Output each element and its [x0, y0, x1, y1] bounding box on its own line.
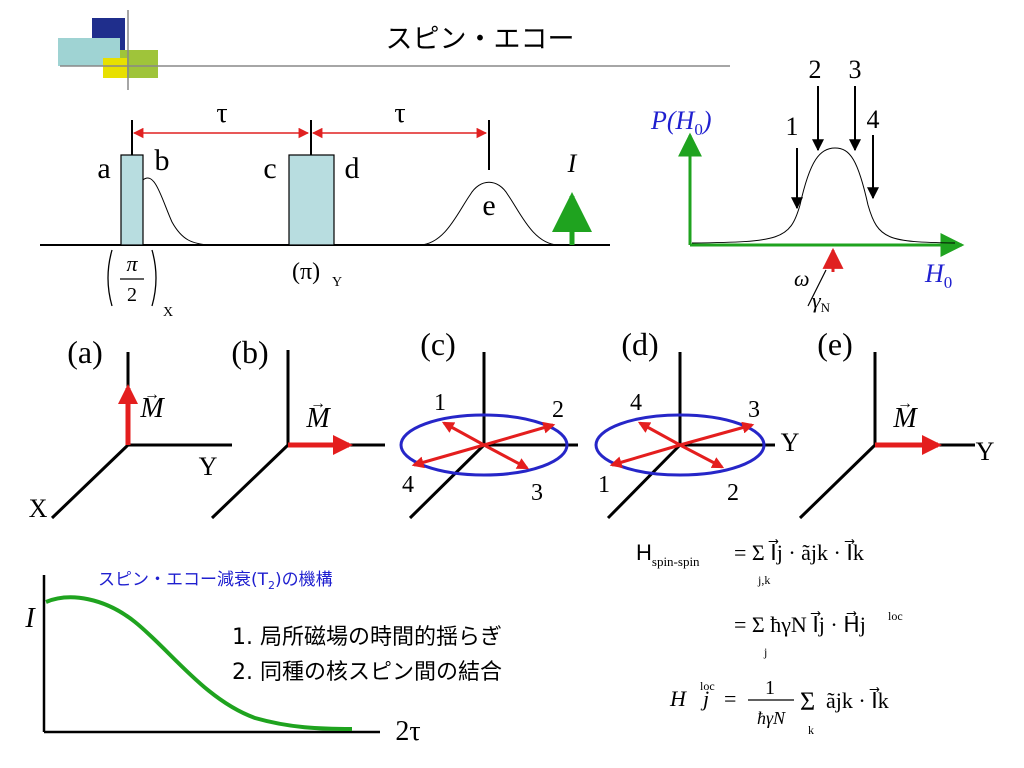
- formula-3-sup: loc: [700, 679, 715, 693]
- panel-c-num-3: 3: [531, 480, 543, 506]
- panel-d: (d) 4 3 1 2 Y: [594, 326, 800, 520]
- panel-a-axis-x: X: [29, 494, 48, 523]
- pulse1-denominator: 2: [127, 284, 137, 306]
- formula-2-sup: loc: [888, 609, 903, 623]
- field-distribution-plot: P(H0) H0 1 2 3 4 ω γN: [650, 55, 965, 315]
- panel-a-vector-label: M: [139, 393, 165, 424]
- decay-item-1: 1. 局所磁場の時間的揺らぎ: [232, 625, 502, 650]
- pulse1-numerator: π: [126, 251, 138, 276]
- marker-b: b: [155, 144, 170, 177]
- panel-e-axis-y: Y: [976, 437, 995, 466]
- distribution-curve: [691, 147, 956, 244]
- pulse2-symbol: (π): [292, 259, 320, 285]
- slide-title: スピン・エコー: [386, 24, 575, 55]
- panel-b-vector-label: M: [305, 403, 331, 434]
- decay-y-label: I: [24, 603, 36, 634]
- svg-text:=: =: [724, 686, 736, 711]
- panel-c-num-2: 2: [552, 397, 564, 423]
- field-arrow-3-label: 3: [849, 55, 862, 84]
- formula-3-rhs: ãjk · I⃗k: [826, 687, 889, 713]
- tau-label-left: τ: [216, 98, 227, 129]
- formula-1-lhs: Hspin-spin: [636, 540, 700, 569]
- decay-item-2: 2. 同種の核スピン間の結合: [232, 660, 502, 685]
- panel-d-num-2: 2: [727, 480, 739, 506]
- panel-d-num-1: 1: [598, 472, 610, 498]
- p-axis-label: P(H0): [650, 106, 712, 139]
- panel-c-num-4: 4: [402, 472, 414, 498]
- formula-3-denominator: ħγN: [757, 708, 786, 728]
- panel-d-num-3: 3: [748, 397, 760, 423]
- pulse1-axis: X: [163, 305, 173, 320]
- pulse2-axis: Y: [332, 275, 342, 290]
- marker-e: e: [482, 189, 495, 222]
- decay-curve: [45, 595, 353, 731]
- svg-text:→: →: [897, 395, 913, 412]
- svg-text:→: →: [144, 386, 160, 403]
- fid-signal: [142, 177, 211, 246]
- h0-axis-label: H0: [924, 259, 952, 292]
- formula-1-sum-index: j,k: [757, 573, 770, 587]
- panel-d-axis-y: Y: [781, 428, 800, 457]
- formula-2-sum-index: j: [763, 645, 767, 659]
- panel-e-label: (e): [817, 326, 853, 362]
- panel-b: (b) M →: [210, 334, 385, 520]
- marker-d: d: [345, 152, 360, 185]
- echo-signal: [419, 181, 559, 246]
- field-arrow-1-label: 1: [786, 112, 799, 141]
- marker-a: a: [97, 152, 110, 185]
- center-omega: ω: [794, 266, 810, 291]
- formula-3-sum-index: k: [808, 723, 814, 737]
- pi-pulse: [288, 154, 335, 246]
- panel-c-label: (c): [420, 326, 456, 362]
- svg-text:Σ: Σ: [800, 687, 815, 716]
- panel-c-num-1: 1: [434, 390, 446, 416]
- formula-3-numerator: 1: [765, 677, 775, 699]
- tau-label-right: τ: [394, 98, 405, 129]
- decay-title: スピン・エコー減衰(T2)の機構: [98, 570, 333, 592]
- formula-3-lhs: H⃗j: [669, 686, 709, 711]
- panel-a-label: (a): [67, 334, 103, 370]
- center-gamma: γN: [812, 288, 831, 315]
- panel-c: (c) 1 2 3 4: [399, 326, 578, 520]
- panel-d-num-4: 4: [630, 390, 642, 416]
- decay-x-label: 2τ: [395, 716, 420, 747]
- svg-text:→: →: [310, 395, 326, 412]
- panel-e-vector-label: M: [892, 403, 918, 434]
- panel-b-label: (b): [231, 334, 268, 370]
- marker-c: c: [263, 152, 276, 185]
- logo-decoration: [58, 10, 730, 90]
- panel-a-axis-y: Y: [199, 452, 218, 481]
- panel-d-ellipse: [594, 413, 766, 477]
- pi-half-pulse: [120, 154, 144, 246]
- panel-a: (a) M → Y X: [29, 334, 232, 523]
- field-arrow-4-label: 4: [867, 105, 880, 134]
- echo-decay-plot: スピン・エコー減衰(T2)の機構 I 2τ 1. 局所磁場の時間的揺らぎ 2. …: [24, 570, 502, 747]
- panel-c-ellipse: [399, 413, 569, 477]
- intensity-label: I: [567, 149, 578, 178]
- hamiltonian-formulas: Hspin-spin = Σ I⃗j · ãjk · I⃗k j,k = Σ ħ…: [636, 539, 903, 737]
- formula-2-rhs: = Σ ħγN I⃗j · H⃗j: [734, 611, 866, 637]
- pulse-sequence-diagram: τ τ a b c d e I π 2 X (π) Y: [40, 98, 610, 320]
- panel-d-label: (d): [621, 326, 658, 362]
- field-arrow-2-label: 2: [809, 55, 822, 84]
- panel-e: (e) M → Y: [798, 326, 995, 520]
- formula-1-rhs: = Σ I⃗j · ãjk · I⃗k: [734, 539, 864, 565]
